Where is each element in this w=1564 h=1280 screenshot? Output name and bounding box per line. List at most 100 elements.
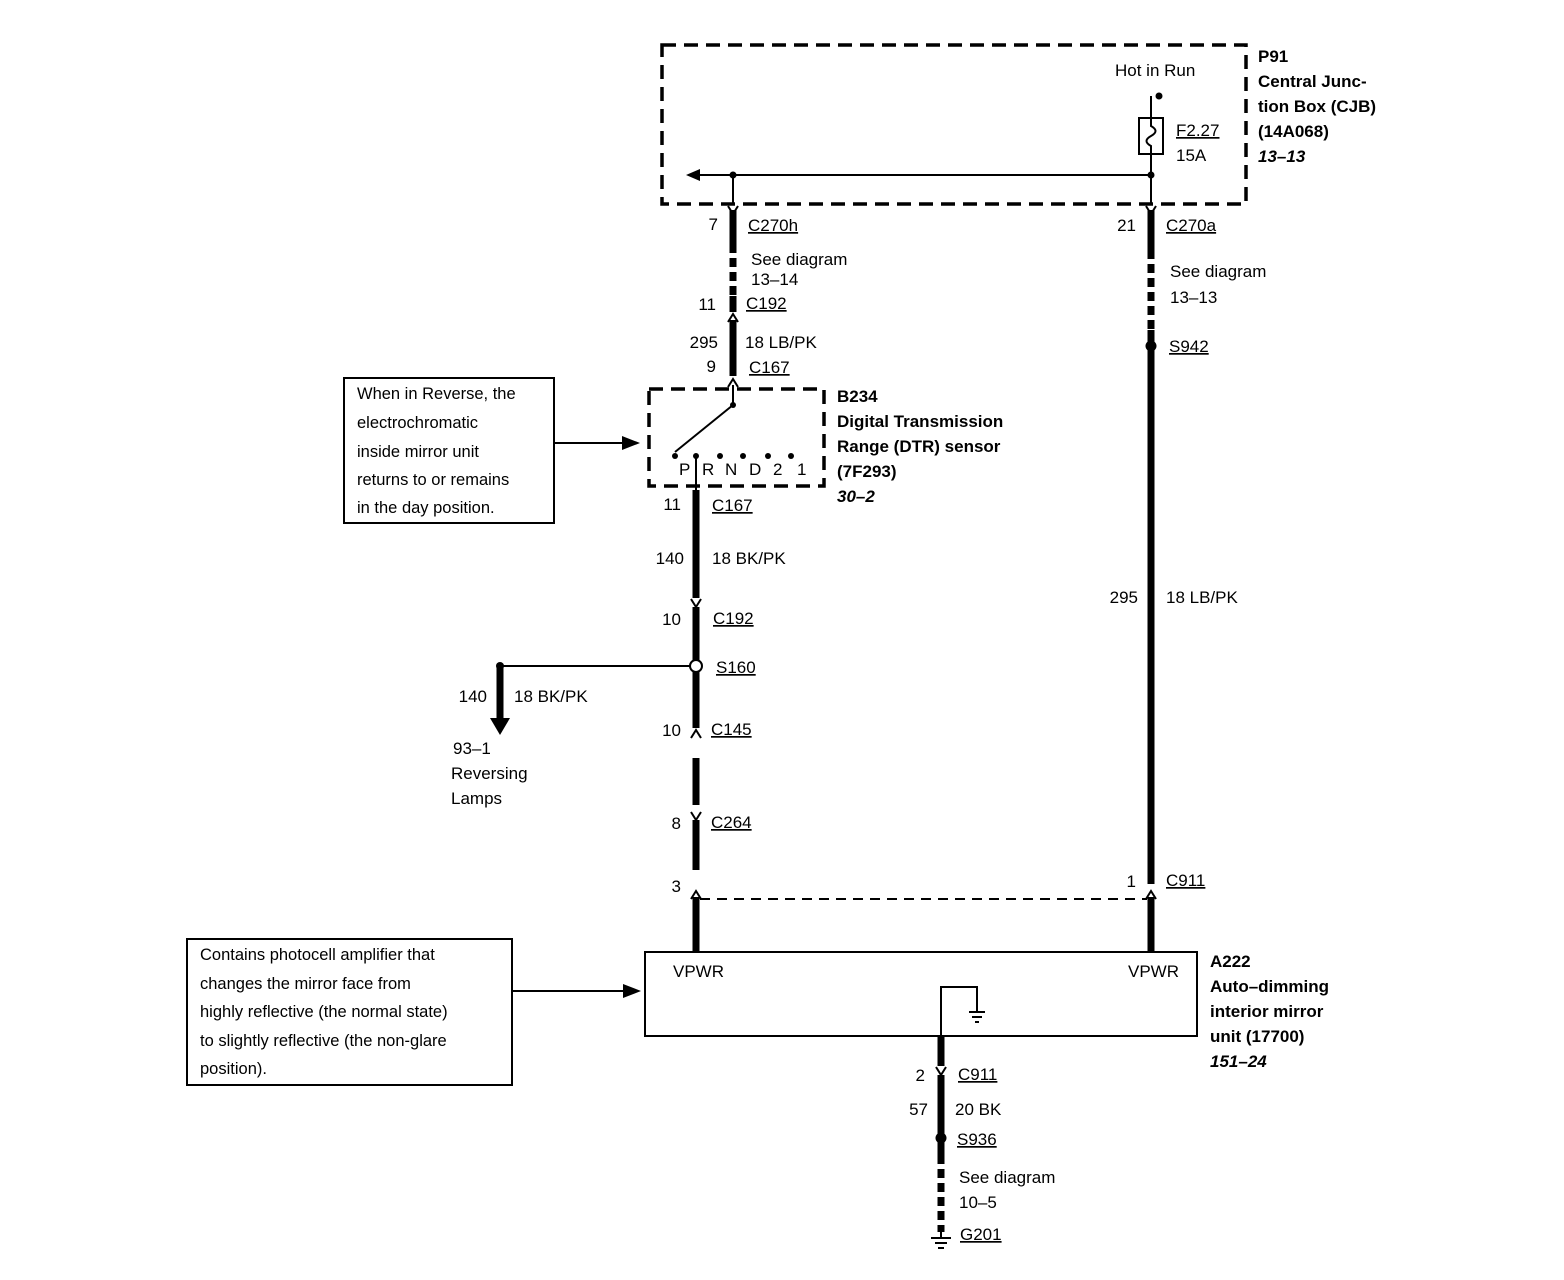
circuit-140: 140 <box>656 549 684 568</box>
splice-s936-node <box>935 1132 947 1144</box>
c167-label-upper: C167 <box>749 358 790 377</box>
c192-pin-upper: 11 <box>698 295 716 314</box>
connector-c911-left-icon <box>690 889 702 900</box>
reverse-note-line: When in Reverse, the <box>357 385 516 403</box>
right-branch: 21 C270a See diagram 13–13 S942 295 18 L… <box>1110 205 1266 952</box>
dtr-pos-d: D <box>749 460 761 479</box>
c192-pin-lower: 10 <box>662 610 681 629</box>
reverse-note-line: electrochromatic <box>357 414 478 432</box>
vpwr-right: VPWR <box>1128 962 1179 981</box>
wire-bkpk: 18 BK/PK <box>712 549 786 568</box>
c911-pin-left: 3 <box>672 877 681 896</box>
c167-pin-lower: 11 <box>663 495 681 514</box>
c911-label-ground: C911 <box>958 1065 997 1084</box>
right-see-diagram-ref: 13–13 <box>1170 288 1217 307</box>
c264-pin: 8 <box>672 814 681 833</box>
photocell-note: Contains photocell amplifier that change… <box>186 938 641 1086</box>
left-lower-branch: 11 C167 140 18 BK/PK 10 C192 S160 10 C14… <box>656 490 786 952</box>
mirror-ref: 151–24 <box>1210 1052 1267 1071</box>
photocell-note-line: Contains photocell amplifier that <box>200 946 435 964</box>
dtr-part: (7F293) <box>837 462 897 481</box>
s160-label: S160 <box>716 658 756 677</box>
connector-c192-up-icon <box>727 312 739 323</box>
left-see-diagram: See diagram <box>751 250 847 269</box>
dtr-pos-1: 1 <box>797 460 806 479</box>
c192-label-lower: C192 <box>713 609 754 628</box>
wire-lbpk-left: 18 LB/PK <box>745 333 817 352</box>
reversing-label-1: Reversing <box>451 764 528 783</box>
vpwr-left: VPWR <box>673 962 724 981</box>
splice-s160-node <box>689 659 703 673</box>
cjb-ref: 13–13 <box>1258 147 1306 166</box>
cjb-name-1: Central Junc- <box>1258 72 1367 91</box>
dtr-ref: 30–2 <box>837 487 875 506</box>
reversing-label-2: Lamps <box>451 789 502 808</box>
connector-c911-right-icon <box>1145 889 1157 900</box>
mirror-name-2: interior mirror <box>1210 1002 1324 1021</box>
connector-c167-up-icon <box>727 377 739 388</box>
mirror-unit-box <box>644 951 1198 1037</box>
dtr-sensor: P R N D 2 1 B234 Digital Transmission Ra… <box>647 387 1003 506</box>
arrow-right-icon <box>623 984 641 998</box>
c167-pin-upper: 9 <box>707 357 716 376</box>
connector-c145-icon <box>690 728 702 739</box>
c270h-pin: 7 <box>709 215 718 234</box>
ground-see-diagram: See diagram <box>959 1168 1055 1187</box>
dtr-pos-r: R <box>702 460 714 479</box>
c911-pin-ground: 2 <box>916 1066 925 1085</box>
circuit-295-left: 295 <box>690 333 718 352</box>
c911-pin-right: 1 <box>1127 872 1136 891</box>
mirror-id: A222 <box>1210 952 1251 971</box>
c911-label-right: C911 <box>1166 871 1205 890</box>
reversing-wire: 18 BK/PK <box>514 687 588 706</box>
cjb-outline <box>660 43 1248 206</box>
cjb-part: (14A068) <box>1258 122 1329 141</box>
reverse-note-line: returns to or remains <box>357 471 509 489</box>
reversing-circuit: 140 <box>459 687 487 706</box>
photocell-note-line: changes the mirror face from <box>200 975 411 993</box>
c145-label: C145 <box>711 720 752 739</box>
hot-in-run-label: Hot in Run <box>1115 61 1195 80</box>
dtr-switch-icon <box>674 404 734 453</box>
photocell-note-line: highly reflective (the normal state) <box>200 1003 448 1021</box>
fuse-icon <box>1138 117 1164 155</box>
circuit-57: 57 <box>909 1100 928 1119</box>
ground-icon <box>969 1011 985 1023</box>
bus-arrow-icon <box>686 169 700 181</box>
mirror-unit: VPWR VPWR A222 Auto–dimming interior mir… <box>644 951 1329 1071</box>
dtr-outline <box>647 387 826 488</box>
photocell-note-line: position). <box>200 1060 267 1078</box>
photocell-note-box <box>186 938 513 1086</box>
c270a-pin: 21 <box>1117 216 1136 235</box>
c192-label-upper: C192 <box>746 294 787 313</box>
reversing-lamps-branch: 140 18 BK/PK 93–1 Reversing Lamps <box>451 662 690 808</box>
reverse-note-box <box>343 377 555 524</box>
fuse-id: F2.27 <box>1176 121 1219 140</box>
s936-label: S936 <box>957 1130 997 1149</box>
cjb-name-2: tion Box (CJB) <box>1258 97 1376 116</box>
arrow-right-icon <box>622 436 640 450</box>
left-see-diagram-ref: 13–14 <box>751 270 798 289</box>
reverse-note: When in Reverse, the electrochromatic in… <box>343 377 640 524</box>
dtr-name-1: Digital Transmission <box>837 412 1003 431</box>
circuit-295-right: 295 <box>1110 588 1138 607</box>
cjb-id: P91 <box>1258 47 1288 66</box>
central-junction-box: Hot in Run F2.27 15A P91 Central Junc- t… <box>660 43 1376 206</box>
g201-label: G201 <box>960 1225 1002 1244</box>
connector-c192-down-icon <box>690 598 702 609</box>
mirror-name-1: Auto–dimming <box>1210 977 1329 996</box>
fuse-feed-node <box>1155 92 1163 100</box>
c264-label: C264 <box>711 813 752 832</box>
reversing-ref: 93–1 <box>453 739 491 758</box>
c270a-label: C270a <box>1166 216 1217 235</box>
c145-pin: 10 <box>662 721 681 740</box>
s942-label: S942 <box>1169 337 1209 356</box>
connector-c264-icon <box>690 811 702 822</box>
ground-see-diagram-ref: 10–5 <box>959 1193 997 1212</box>
dtr-pos-2: 2 <box>773 460 782 479</box>
arrow-down-icon <box>490 718 510 735</box>
photocell-note-line: to slightly reflective (the non-glare <box>200 1032 447 1050</box>
reverse-note-line: in the day position. <box>357 499 495 517</box>
splice-s942-node <box>1145 340 1157 352</box>
